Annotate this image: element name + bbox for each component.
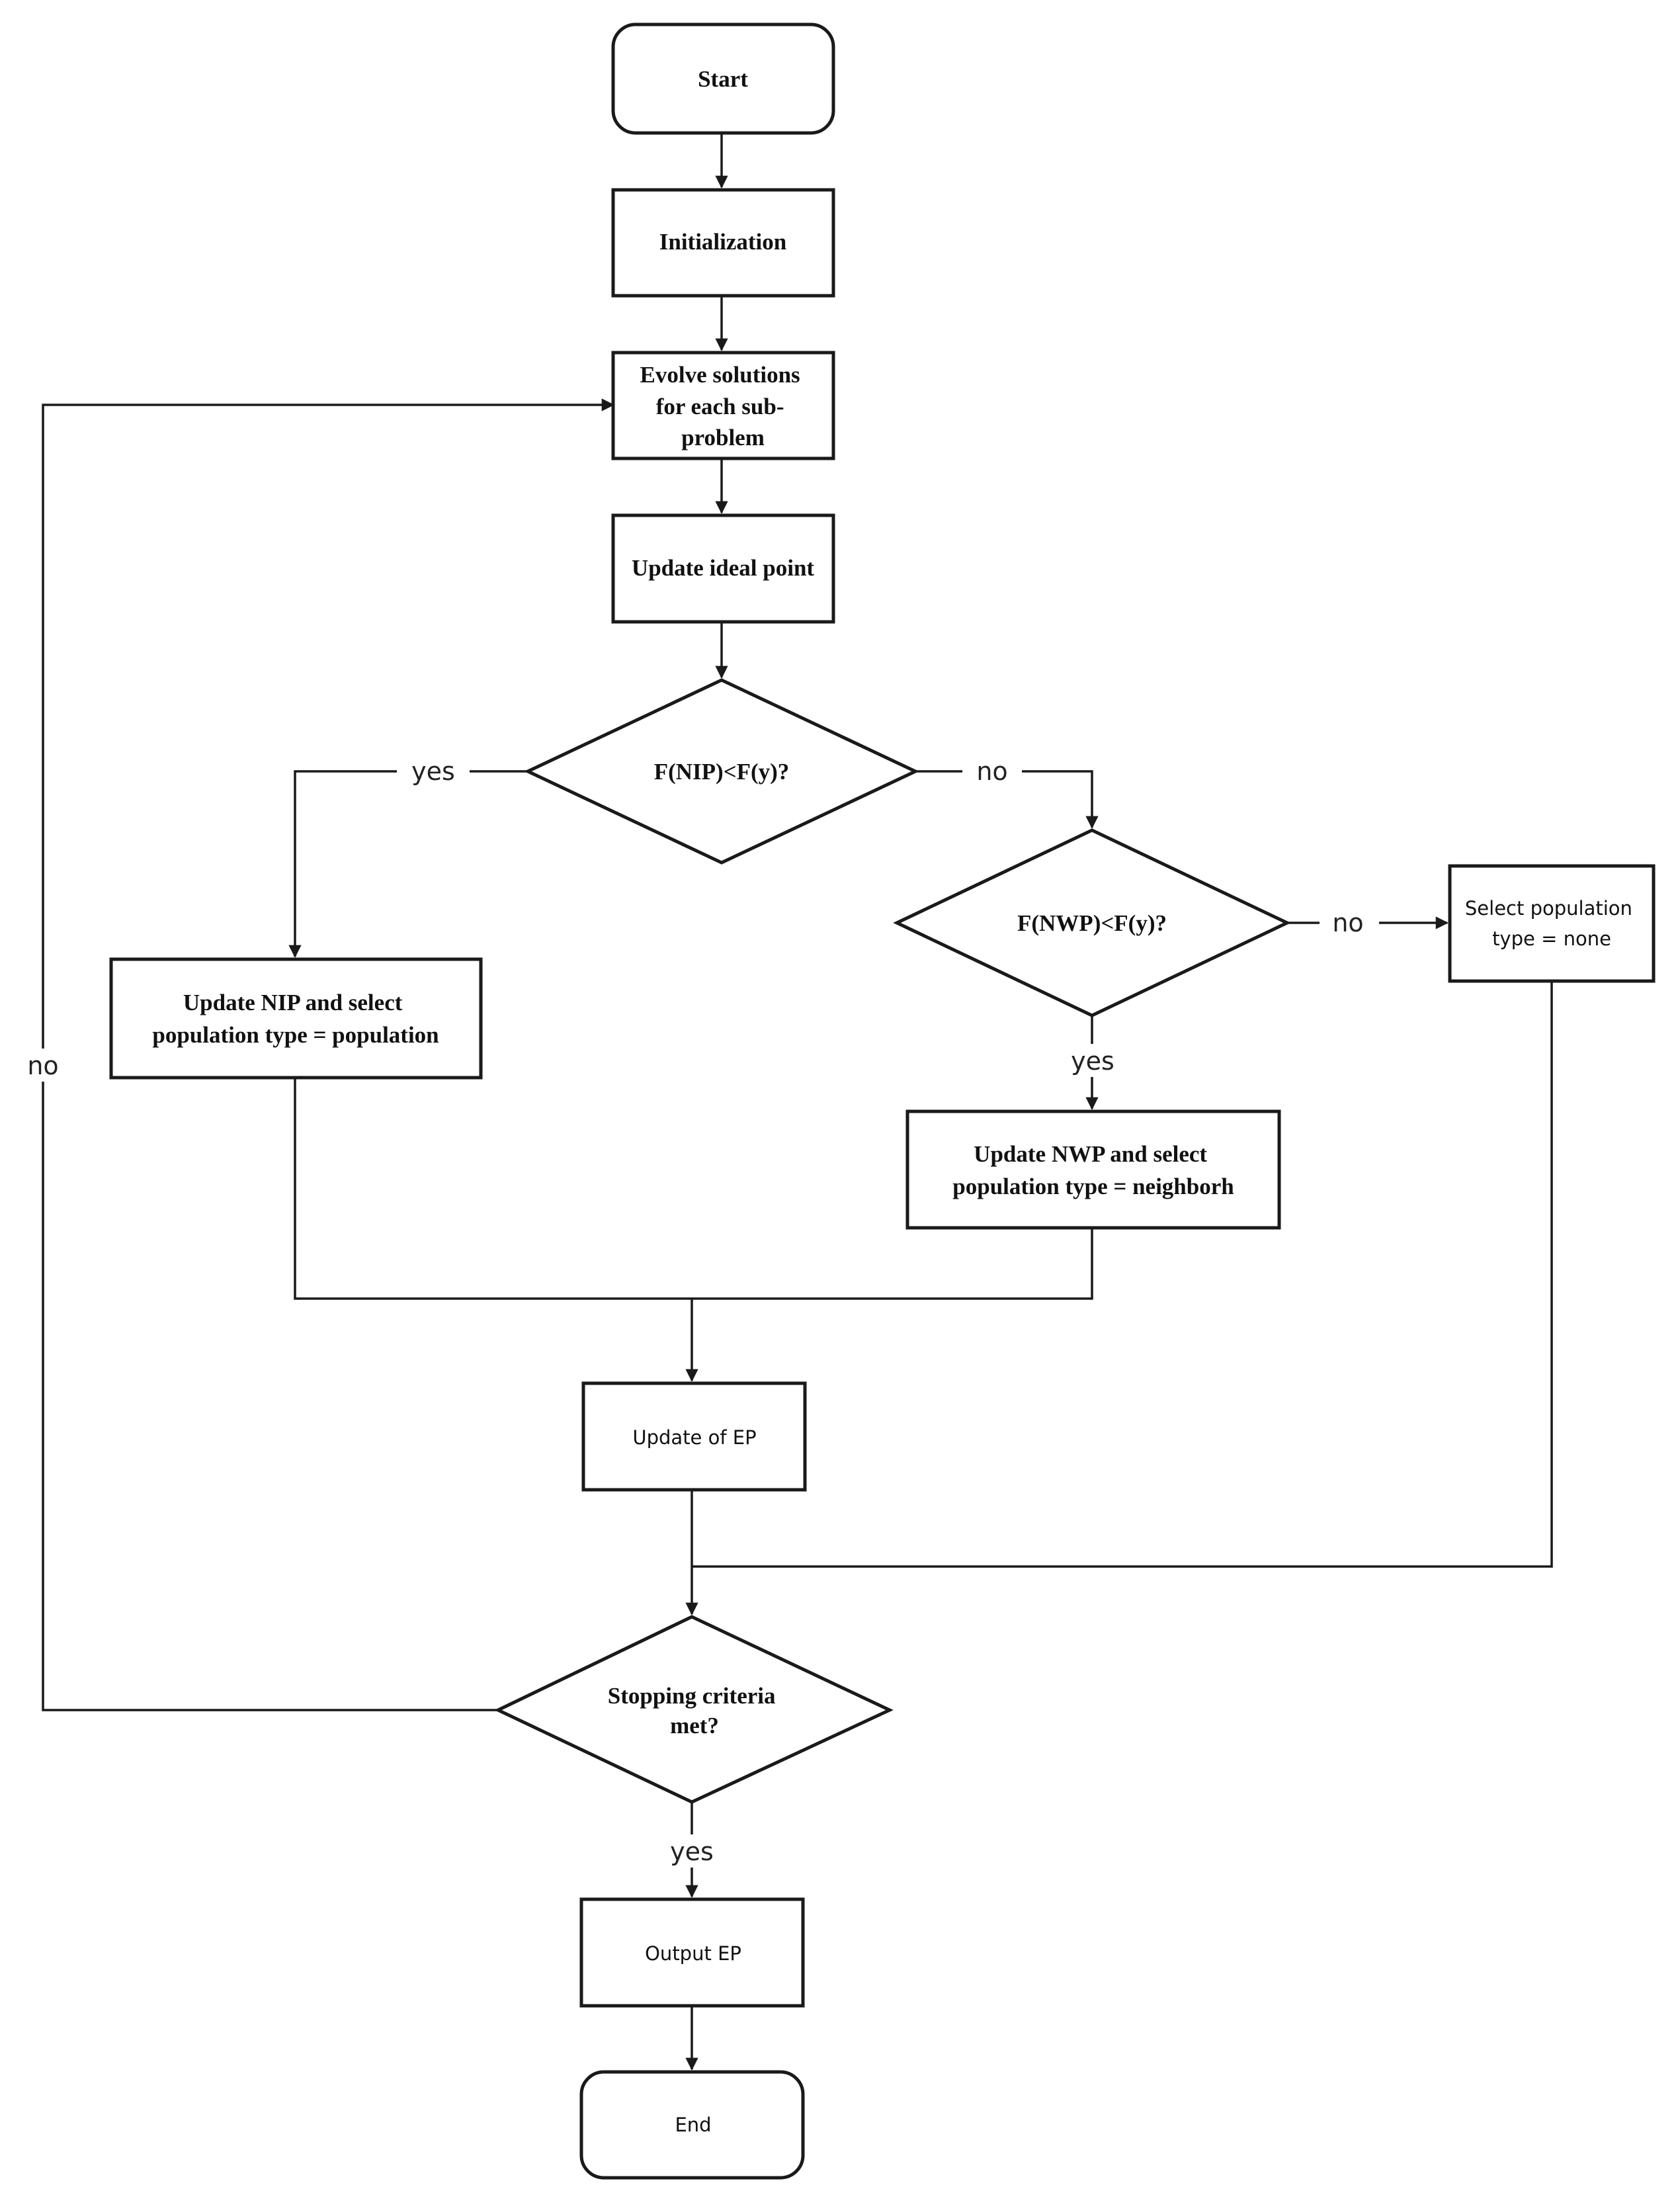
initialization-label: Initialization <box>659 229 787 255</box>
update-nwp-line-1: Update NWP and select <box>974 1141 1207 1167</box>
end-node <box>579 2070 805 2180</box>
select-none-line-2: type = none <box>1492 927 1611 950</box>
start-label: Start <box>698 66 748 92</box>
update-nip-label: Update NIP and select population type = … <box>152 990 439 1048</box>
update-nwp-box <box>905 1109 1281 1230</box>
stopping-line-2: met? <box>670 1713 719 1739</box>
nip-no-label: no <box>976 757 1007 786</box>
nwp-yes-label: yes <box>1071 1047 1114 1076</box>
nodes: Start Initialization Evolve solutions fo… <box>109 22 1656 2180</box>
evolve-solutions-box <box>611 351 835 460</box>
evolve-line-2: for each sub- <box>656 394 784 419</box>
output-ep-box <box>579 1897 805 2008</box>
stop-no-label: no <box>27 1051 58 1080</box>
stopping-criteria-label: Stopping criteria met? <box>608 1683 781 1739</box>
edge-none-to-stop <box>692 981 1553 1568</box>
stopping-criteria-diamond <box>494 1615 894 1804</box>
nwp-no-label: no <box>1332 908 1363 937</box>
nip-yes-label: yes <box>411 757 455 786</box>
edge-nip-yes <box>288 770 528 958</box>
select-none-label: Select population type = none <box>1465 897 1638 950</box>
edge-nip-update-merge <box>294 1078 1093 1300</box>
update-nip-box <box>109 957 483 1080</box>
edge-labels: yes no no yes no yes <box>13 754 1379 1868</box>
evolve-line-1: Evolve solutions <box>640 362 800 388</box>
output-ep-label: Output EP <box>645 1942 741 1965</box>
stopping-line-1: Stopping criteria <box>608 1683 776 1709</box>
start-node <box>611 22 835 135</box>
nip-decision-label: F(NIP)<F(y)? <box>654 759 790 785</box>
end-label: End <box>675 2114 711 2136</box>
stop-yes-label: yes <box>670 1837 714 1866</box>
update-ep-box <box>581 1381 807 1492</box>
nwp-decision-label: F(NWP)<F(y)? <box>1017 910 1167 936</box>
nwp-decision-diamond <box>893 828 1291 1017</box>
update-nip-line-1: Update NIP and select <box>183 990 403 1015</box>
update-nwp-line-2: population type = neighborh <box>952 1174 1234 1199</box>
evolve-line-3: problem <box>681 425 765 451</box>
select-none-line-1: Select population <box>1465 897 1632 920</box>
update-ideal-point-box <box>611 513 835 624</box>
update-ep-label: Update of EP <box>632 1426 756 1449</box>
update-ideal-point-label: Update ideal point <box>632 555 814 581</box>
update-nip-line-2: population type = population <box>152 1022 439 1048</box>
nip-decision-diamond <box>524 678 919 865</box>
initialization-box <box>611 188 835 298</box>
select-none-box <box>1448 864 1656 983</box>
evolve-solutions-label: Evolve solutions for each sub- problem <box>640 362 806 451</box>
update-nwp-label: Update NWP and select population type = … <box>952 1141 1234 1199</box>
